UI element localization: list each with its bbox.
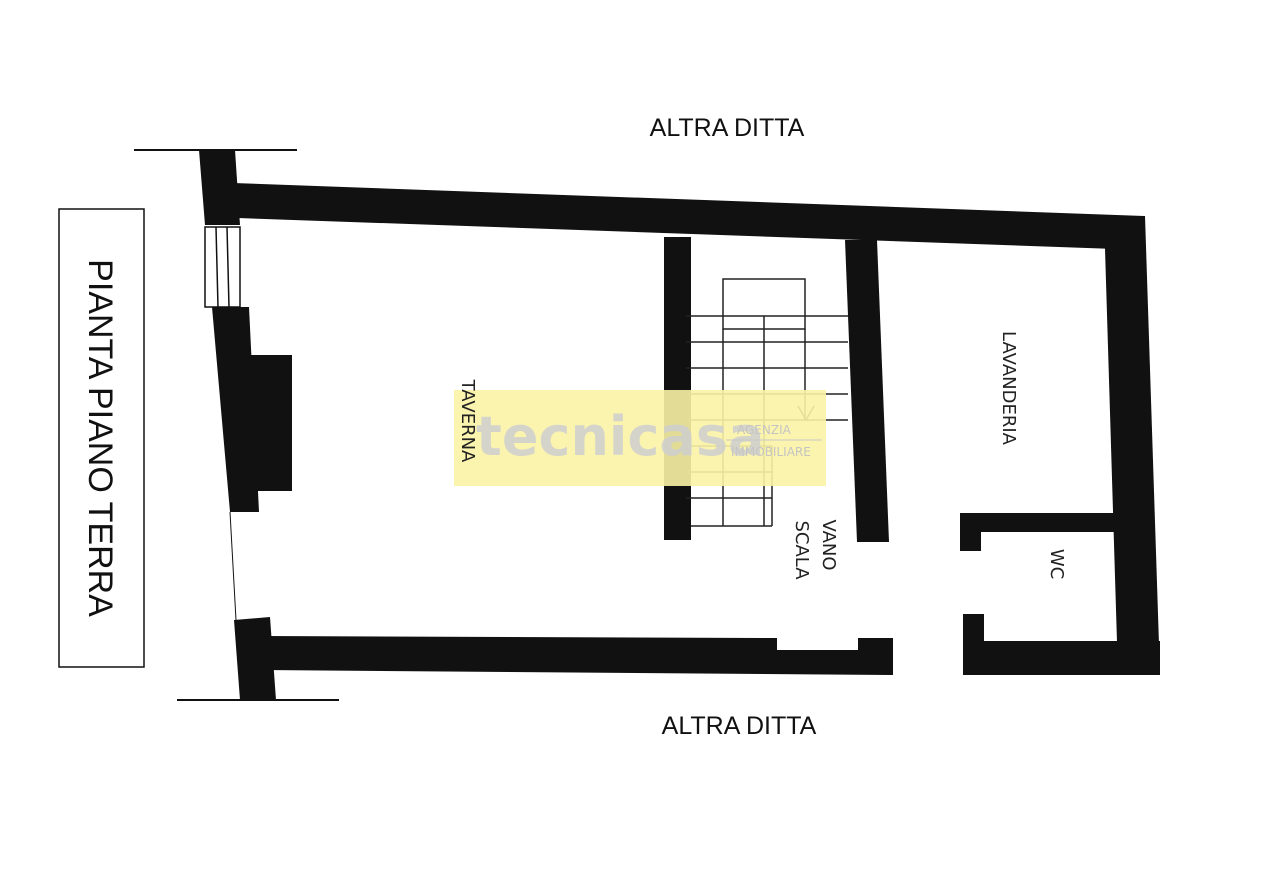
wall-wc-top: [960, 513, 1116, 532]
wall-wc-jamb-top: [960, 513, 981, 551]
wall-bottom-right: [963, 641, 1160, 675]
plan-title-box: [58, 208, 145, 668]
plan-title: PIANTA PIANO TERRA: [81, 259, 119, 617]
room-label-vano: VANO: [818, 519, 839, 570]
wall-left-middle: [212, 307, 259, 512]
wall-left-top: [199, 150, 240, 225]
wall-bottom: [262, 636, 893, 675]
room-label-taverna: TAVERNA: [457, 379, 478, 463]
room-label-scala: SCALA: [791, 520, 812, 580]
walls: [199, 150, 1160, 700]
wall-top: [233, 183, 1145, 250]
opening-line: [229, 511, 237, 621]
wall-stair-right: [845, 240, 889, 542]
neighbor-label-bottom: ALTRA DITTA: [662, 712, 817, 740]
wall-wc-jamb-bottom: [963, 614, 984, 654]
watermark-line1: AGENZIA: [737, 423, 792, 437]
window-left: [204, 226, 241, 308]
room-label-lavanderia: LAVANDERIA: [998, 331, 1019, 446]
wall-right: [1104, 216, 1160, 675]
wall-stair-left: [664, 237, 691, 540]
neighbor-label-top: ALTRA DITTA: [650, 114, 805, 142]
watermark-brand: tecnicasa: [476, 405, 764, 468]
room-label-wc: WC: [1046, 549, 1067, 579]
watermark-logo: tecnicasa AGENZIA IMMOBILIARE: [454, 390, 826, 486]
watermark-line2: IMMOBILIARE: [731, 445, 811, 459]
fireplace: [248, 355, 292, 491]
